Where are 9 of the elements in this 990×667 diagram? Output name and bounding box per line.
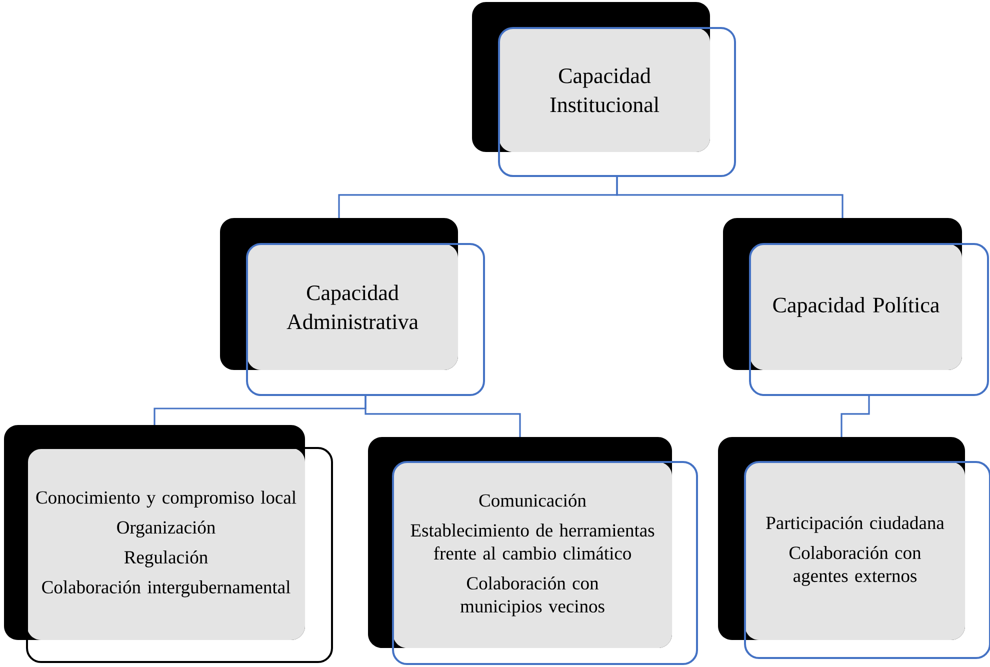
process-box: Conocimiento y compromiso local Organización Regulación Colaboración intergubernamental [4, 425, 333, 663]
connector-line [840, 396, 870, 437]
process-box: Capacidad Política [723, 218, 989, 396]
process-box: Capacidad Institucional [472, 2, 736, 177]
connector-line [616, 177, 844, 218]
connector-line [364, 396, 521, 437]
process-box: Participación ciudadana Colaboración con agentes externos [718, 437, 990, 659]
process-box: Comunicación Establecimiento de herramientas frente al cambio climático Colaboración con municipios vecinos [368, 437, 698, 665]
process-box: Capacidad Administrativa [220, 218, 485, 396]
